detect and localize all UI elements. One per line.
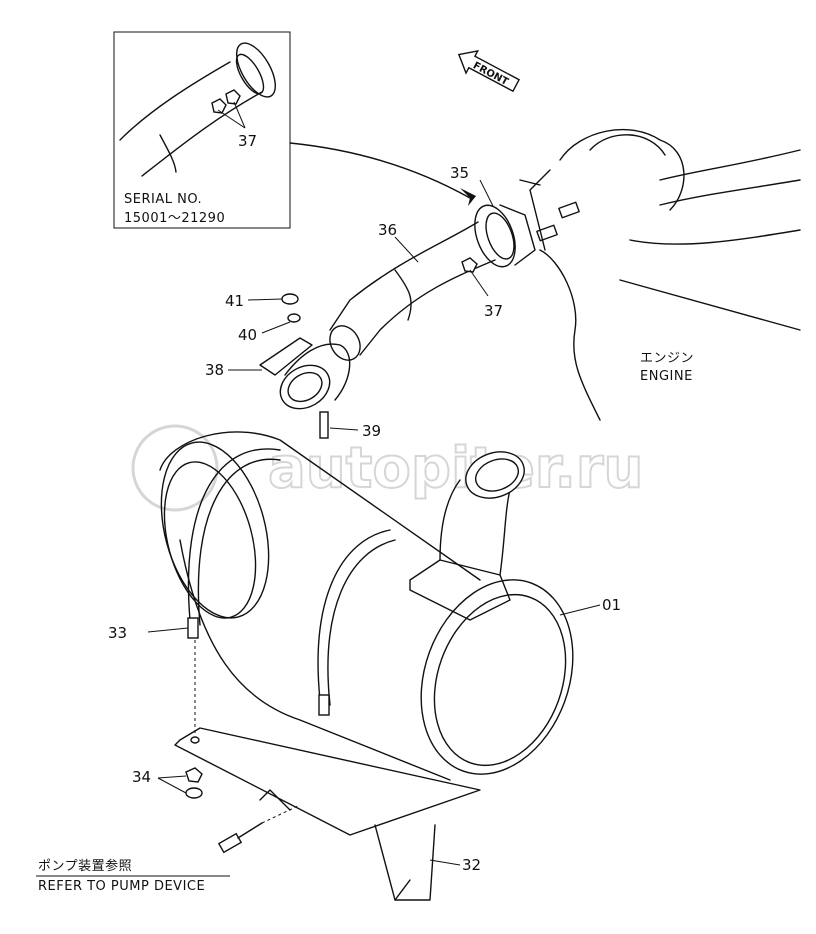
refer-label-en: REFER TO PUMP DEVICE <box>38 879 205 894</box>
part-41-nut <box>247 293 299 305</box>
label-37: 37 <box>484 302 503 320</box>
inset-part-label: 37 <box>238 132 257 150</box>
inset-arrow <box>289 142 471 199</box>
refer-label-ja: ポンプ装置参照 <box>38 858 132 874</box>
part-01-muffler <box>159 431 601 781</box>
engine-label-ja: エンジン <box>640 351 694 366</box>
engine-outline: エンジン ENGINE <box>519 128 801 421</box>
part-37-nut <box>461 257 478 273</box>
inset-serial-title: SERIAL NO. <box>124 192 202 207</box>
label-38: 38 <box>205 361 224 379</box>
part-32-bracket <box>174 727 481 901</box>
label-34: 34 <box>132 768 151 786</box>
part-39-bolt <box>319 411 359 439</box>
part-38-tailpipe <box>228 337 351 410</box>
serial-inset: 37 SERIAL NO. 15001～21290 <box>113 31 291 229</box>
part-35-flange <box>474 179 536 268</box>
watermark: autopiter.ru <box>131 424 644 512</box>
part-34-nuts <box>157 767 203 799</box>
label-41: 41 <box>225 292 244 310</box>
inset-serial-range: 15001～21290 <box>124 211 225 226</box>
label-39: 39 <box>362 422 381 440</box>
label-40: 40 <box>238 326 257 344</box>
label-33: 33 <box>108 624 127 642</box>
part-40-washer <box>261 313 301 334</box>
label-01: 01 <box>602 596 621 614</box>
label-36: 36 <box>378 221 397 239</box>
engine-label-en: ENGINE <box>640 369 693 384</box>
watermark-text: autopiter.ru <box>268 436 643 501</box>
pump-bolt <box>217 804 301 854</box>
part-36-pipe <box>329 221 496 361</box>
part-33-ubolt <box>147 448 396 735</box>
front-arrow: FRONT <box>457 49 521 93</box>
label-35: 35 <box>450 164 469 182</box>
label-32: 32 <box>462 856 481 874</box>
